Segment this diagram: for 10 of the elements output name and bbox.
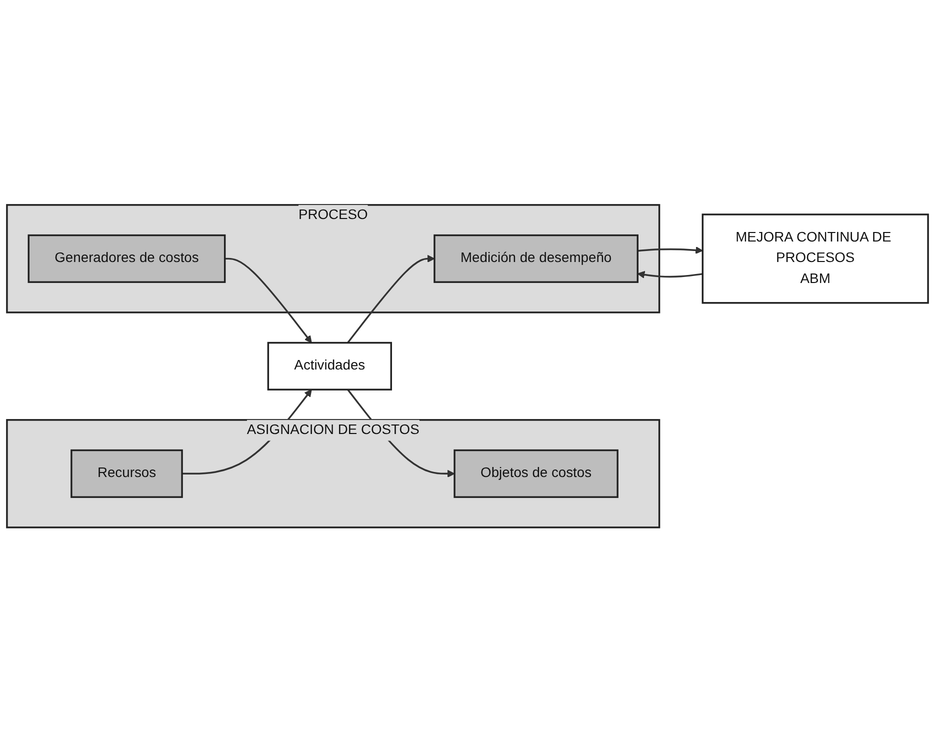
arrow xyxy=(347,254,435,344)
node-box: Medición de desempeño xyxy=(434,234,638,283)
node-box: Recursos xyxy=(70,449,183,498)
arrow xyxy=(638,246,703,254)
node-box: MEJORA CONTINUA DE PROCESOS ABM xyxy=(702,213,929,304)
node-box: Generadores de costos xyxy=(28,234,226,283)
arrow xyxy=(224,258,312,343)
node-box: Objetos de costos xyxy=(454,449,618,498)
arrow xyxy=(637,270,703,278)
node-box: Actividades xyxy=(267,342,392,390)
